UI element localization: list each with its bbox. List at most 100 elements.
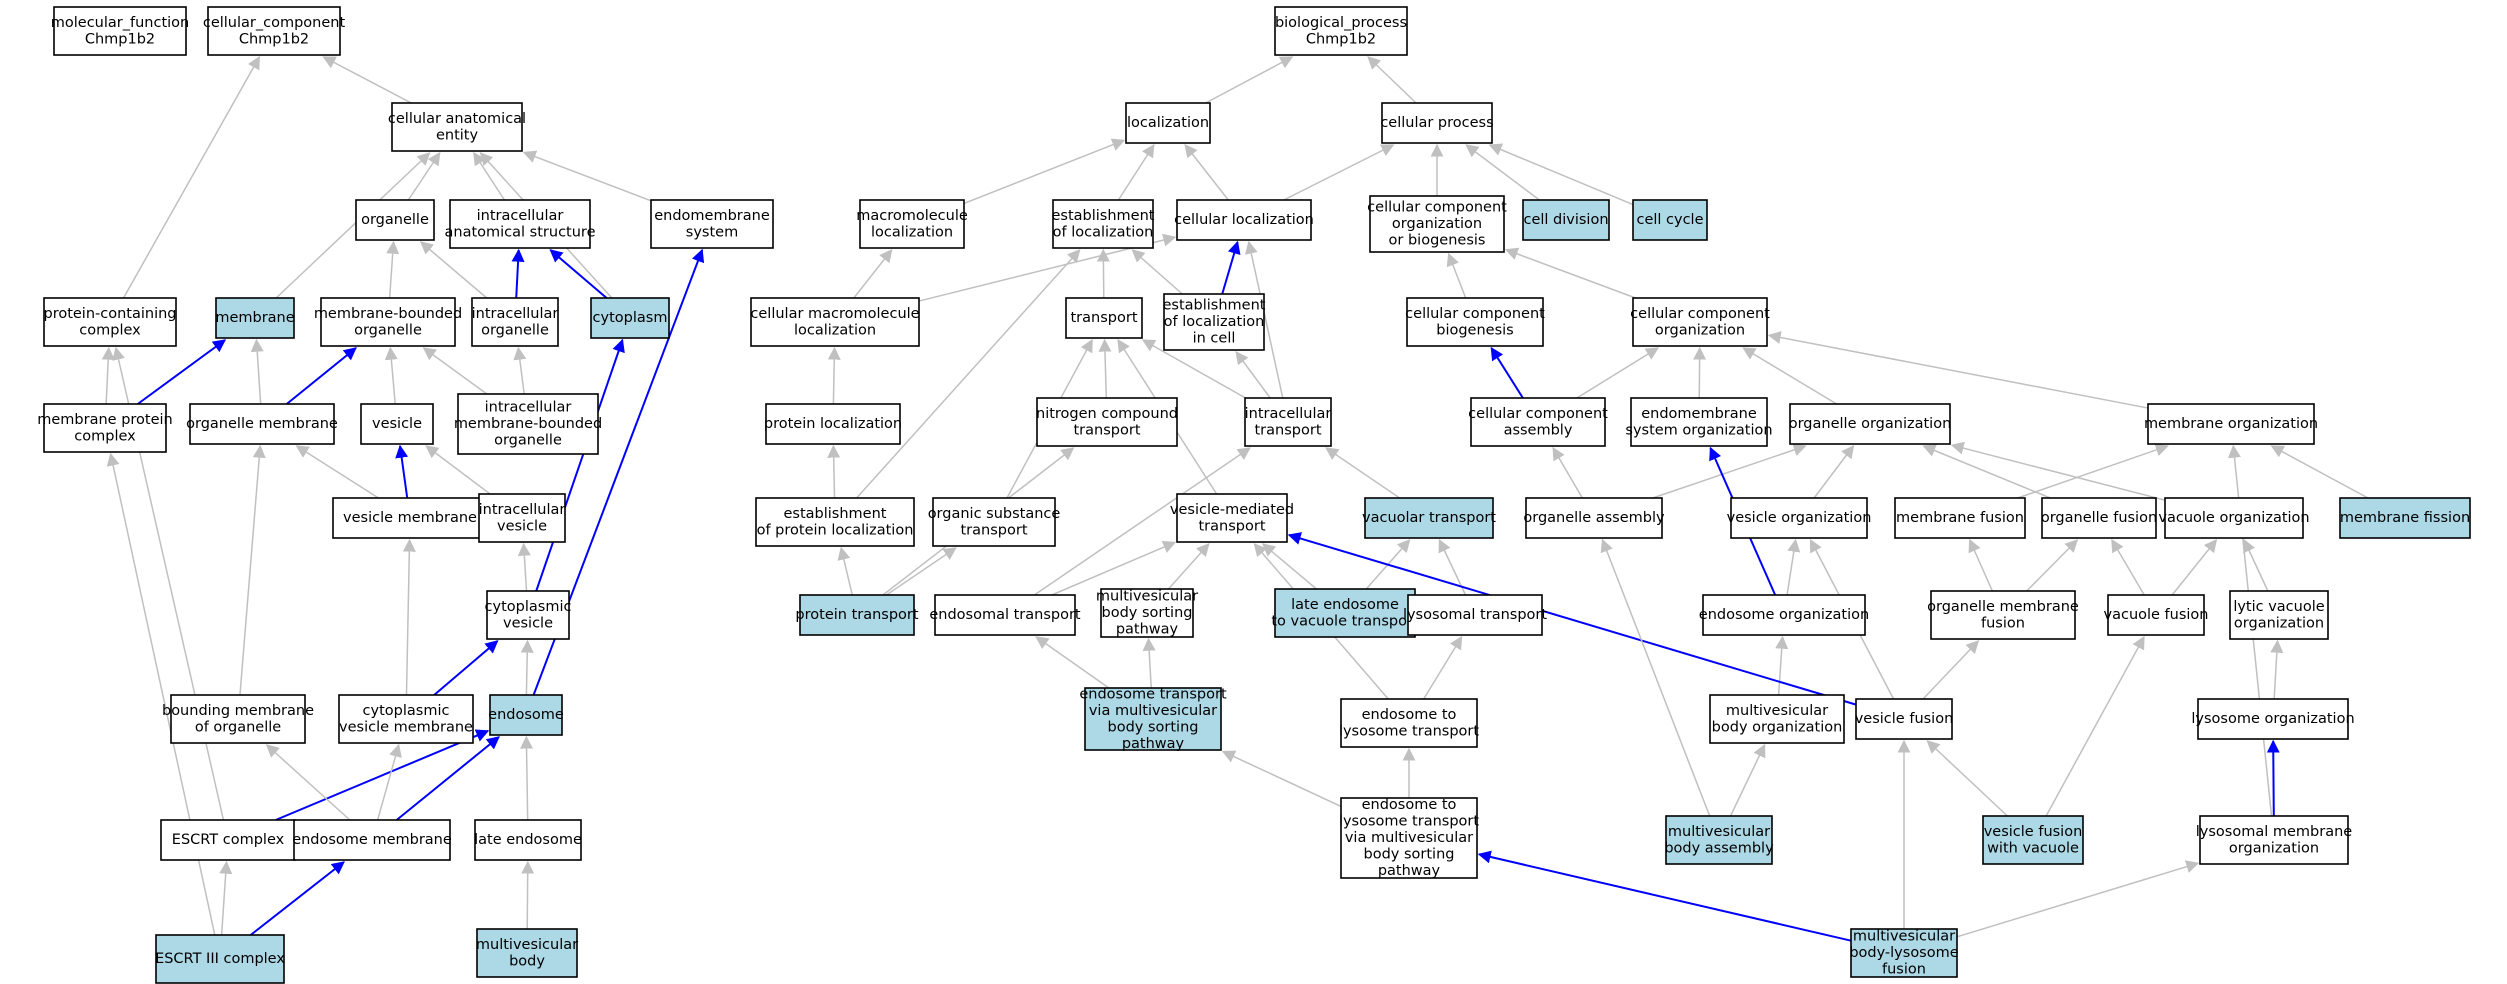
node-box [859, 199, 965, 249]
node-label: in cell [1193, 331, 1236, 347]
edge-em-to-bmo [265, 744, 351, 821]
node-label: protein transport [795, 607, 918, 623]
node-box [1632, 297, 1768, 347]
node-box [799, 594, 915, 636]
edge-vf-to-vacorg [2171, 538, 2218, 596]
node-label: late endosome [474, 832, 582, 848]
edge-mblf-to-lmo [1956, 860, 2200, 938]
edge-mbo-to-organelle [386, 240, 400, 299]
node-box [932, 497, 1056, 547]
node-label: intracellular [479, 502, 566, 518]
edge-vfv-to-vfu [1926, 740, 2008, 817]
node-box [53, 6, 187, 56]
node-label: intracellular [485, 400, 572, 416]
node-label: localization [1127, 115, 1209, 131]
node-label: lysosomal transport [1403, 607, 1547, 623]
edge-elc-to-eol [1131, 249, 1183, 295]
node-box [1855, 698, 1953, 740]
node-label: macromolecule [856, 208, 968, 224]
node-box [1176, 493, 1288, 543]
node-label: late endosome [1291, 597, 1399, 613]
node-ofu: organelle fusion [2041, 497, 2157, 539]
node-label: endosome [488, 707, 564, 723]
edge-et-to-vmt [1051, 540, 1177, 596]
node-box [765, 403, 901, 445]
edge-em-to-endosome [396, 736, 500, 821]
node-label: endosome organization [1699, 607, 1869, 623]
edge-lmo-to-lo [2266, 739, 2280, 817]
node-box [43, 297, 177, 347]
edge-ias-to-cae [473, 151, 506, 201]
node-box [2147, 403, 2315, 445]
node-label: fusion [1882, 962, 1926, 978]
node-label: organelle fusion [2041, 510, 2157, 526]
node-label: organization [1655, 322, 1745, 338]
node-label: body sorting [1102, 605, 1193, 621]
node-label: lysosome transport [1339, 814, 1479, 830]
node-box [1163, 293, 1265, 351]
edge-cl-to-loc [1184, 143, 1229, 201]
node-label: multivesicular [1096, 589, 1198, 605]
node-oo: organelle organization [1789, 403, 1952, 445]
node-box [360, 403, 434, 445]
edge-escrt3-to-em [250, 861, 345, 936]
edge-loc-to-bp [1205, 56, 1294, 104]
edge-mpc-to-membrane [137, 339, 227, 405]
node-label: cellular component [1405, 306, 1545, 322]
node-box [1176, 199, 1312, 241]
node-box [750, 297, 920, 347]
node-label: vacuolar transport [1362, 510, 1496, 526]
node-label: of localization [1053, 224, 1154, 240]
edge-om-to-membrane [250, 338, 264, 405]
node-label: endosomal transport [929, 607, 1081, 623]
node-label: anatomical structure [445, 224, 596, 240]
node-box [2041, 497, 2157, 539]
edge-transport-to-eol [1096, 248, 1110, 299]
node-label: body organization [1712, 719, 1843, 735]
node-label: via multivesicular [1345, 830, 1473, 846]
node-label: transport [1255, 422, 1322, 438]
node-box [1340, 698, 1478, 748]
node-box [2199, 815, 2349, 865]
node-vacorg: vacuole organization [2158, 497, 2310, 539]
edge-cco-to-ccob [1504, 247, 1636, 299]
node-box [1982, 815, 2084, 865]
edge-lo-to-lvo [2270, 639, 2284, 700]
node-label: organelle organization [1789, 416, 1952, 432]
node-box [478, 493, 566, 543]
node-celldiv: cell division [1522, 199, 1610, 241]
node-label: of organelle [195, 719, 281, 735]
node-label: membrane [215, 310, 294, 326]
edge-vo-to-oo [1813, 444, 1855, 499]
node-box [1709, 694, 1845, 744]
edge-om-to-mbo [286, 347, 357, 405]
node-transport: transport [1065, 297, 1143, 339]
edge-omf-to-mfu [1968, 538, 1994, 592]
edge-pcc-to-cc [122, 55, 261, 299]
edge-endosome-to-cv [520, 639, 534, 696]
node-label: or biogenesis [1389, 233, 1486, 249]
node-box [1730, 497, 1868, 539]
edge-bmo-to-om [239, 444, 266, 696]
node-label: organic substance [928, 506, 1061, 522]
node-label: cytoplasm [593, 310, 668, 326]
node-box [160, 819, 296, 861]
edge-endosys-to-cae [522, 150, 652, 202]
node-box [2164, 497, 2304, 539]
node-box [189, 403, 335, 445]
node-box [1665, 815, 1773, 865]
node-label: to vacuole transport [1271, 613, 1419, 629]
edge-iv-to-vesicle [425, 445, 491, 495]
node-box [170, 694, 306, 744]
edge-io-to-organelle [419, 241, 488, 299]
node-lt: lysosomal transport [1403, 594, 1547, 636]
node-box [1274, 6, 1408, 56]
